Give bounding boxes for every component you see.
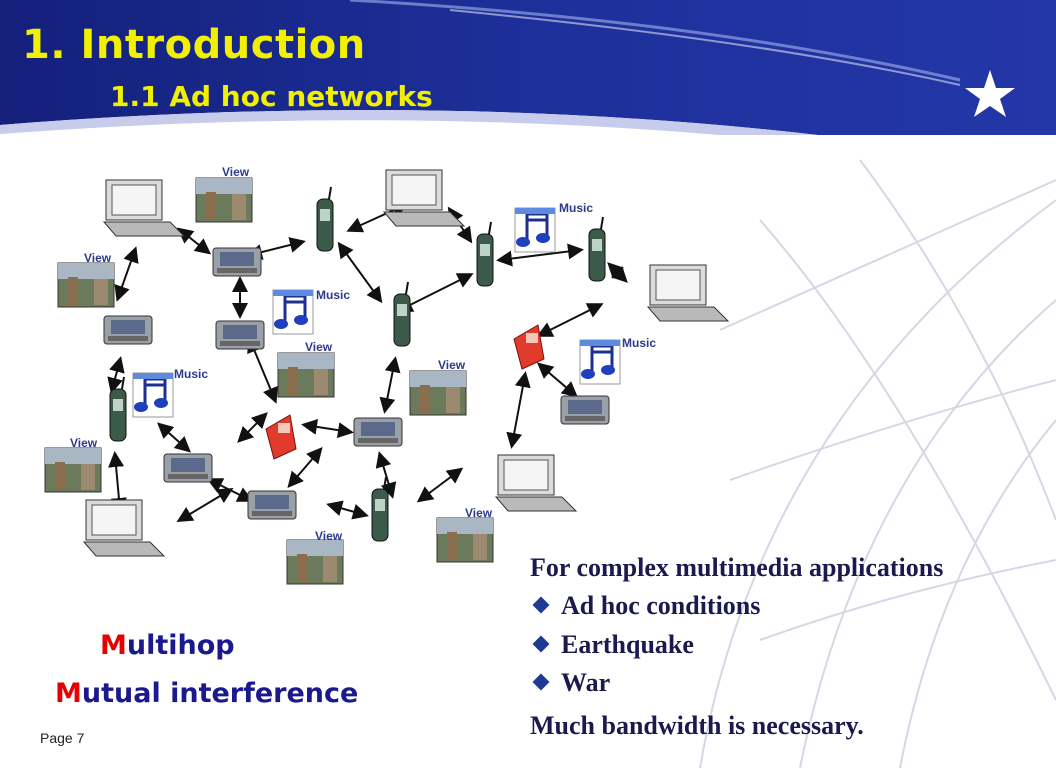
laptop-icon — [647, 264, 729, 322]
slide-header: 1. Introduction 1.1 Ad hoc networks — [0, 0, 1056, 135]
music-label: Music — [316, 288, 350, 302]
pda-icon — [103, 315, 153, 345]
page-number: Page 7 — [40, 730, 85, 746]
view-label: View — [84, 251, 112, 265]
pda-icon — [560, 395, 610, 425]
pda-icon — [163, 453, 213, 483]
laptop-icon — [495, 454, 577, 512]
music-icon — [578, 338, 622, 386]
mobile-phone-icon — [316, 186, 334, 252]
video-thumbnail — [436, 517, 494, 563]
mobile-phone-icon — [476, 221, 494, 287]
multihop-label: Multihop — [100, 630, 235, 661]
video-thumbnail — [195, 177, 253, 223]
bandwidth-note: Much bandwidth is necessary. — [530, 711, 864, 740]
slide-title: 1. Introduction — [22, 22, 366, 68]
diamond-bullet-icon — [532, 596, 550, 614]
mobile-phone-icon — [588, 216, 606, 282]
video-thumbnail — [44, 447, 102, 493]
view-label: View — [70, 436, 98, 450]
mobile-phone-icon — [371, 476, 389, 542]
view-label: View — [438, 358, 466, 372]
mobile-phone-icon — [265, 414, 297, 460]
video-thumbnail — [409, 370, 467, 416]
bullet-item: Earthquake — [532, 630, 694, 660]
applications-heading: For complex multimedia applications — [530, 553, 944, 582]
video-thumbnail — [57, 262, 115, 308]
mobile-phone-icon — [393, 281, 411, 347]
pda-icon — [215, 320, 265, 350]
mutual-interference-label: Mutual interference — [55, 678, 359, 709]
view-label: View — [315, 529, 343, 543]
music-icon — [271, 288, 315, 336]
ad-hoc-network-diagram: View View Music Music View Music View Mu… — [44, 165, 729, 585]
music-label: Music — [174, 367, 208, 381]
mobile-phone-icon — [513, 324, 545, 370]
video-thumbnail — [286, 539, 344, 585]
pda-icon — [212, 247, 262, 277]
music-label: Music — [559, 201, 593, 215]
view-label: View — [465, 506, 493, 520]
music-icon — [131, 371, 175, 419]
diamond-bullet-icon — [532, 673, 550, 691]
music-label: Music — [622, 336, 656, 350]
bullet-item: War — [532, 668, 610, 698]
music-icon — [513, 206, 557, 254]
slide-subtitle: 1.1 Ad hoc networks — [110, 80, 433, 113]
video-thumbnail — [277, 352, 335, 398]
laptop-icon — [103, 179, 185, 237]
star-icon — [965, 70, 1015, 117]
laptop-icon — [383, 169, 465, 227]
view-label: View — [222, 165, 250, 179]
bullet-item: Ad hoc conditions — [532, 591, 760, 621]
pda-icon — [353, 417, 403, 447]
view-label: View — [305, 340, 333, 354]
pda-icon — [247, 490, 297, 520]
laptop-icon — [83, 499, 165, 557]
diamond-bullet-icon — [532, 635, 550, 653]
